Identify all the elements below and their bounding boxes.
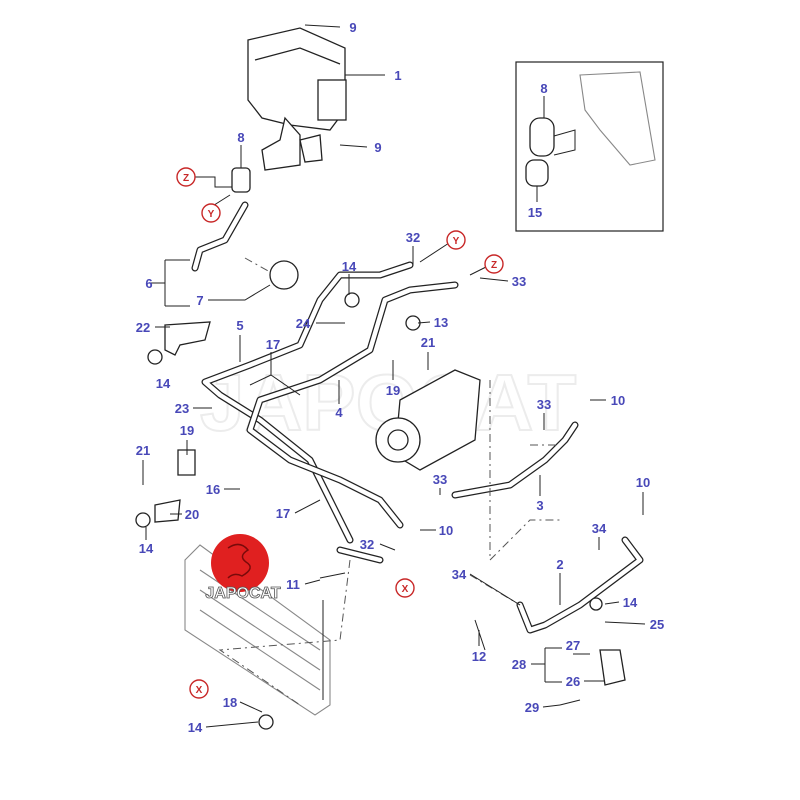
part-label: 21: [136, 443, 150, 458]
svg-text:X: X: [402, 584, 409, 595]
part-label: 21: [421, 335, 435, 350]
part-label: 33: [512, 274, 526, 289]
part-label: 34: [592, 521, 607, 536]
ref-marker-y: Y: [446, 230, 466, 250]
part-label: 2: [556, 557, 563, 572]
part-label: 14: [623, 595, 638, 610]
ref-marker-x: X: [395, 578, 415, 598]
part-label: 14: [188, 720, 203, 735]
part-label: 33: [537, 397, 551, 412]
condenser: [184, 544, 331, 716]
part-label: 7: [196, 293, 203, 308]
part-label: 29: [525, 700, 539, 715]
part-label: 33: [433, 472, 447, 487]
svg-text:Z: Z: [491, 260, 497, 271]
japocat-logo: JAPOCAT: [205, 534, 281, 602]
compressor: [375, 369, 481, 471]
heater-unit: [247, 27, 347, 171]
svg-text:X: X: [196, 685, 203, 696]
part-label: 13: [434, 315, 448, 330]
part-label: 34: [452, 567, 467, 582]
part-label: 9: [374, 140, 381, 155]
part-label: 14: [156, 376, 171, 391]
part-label: 25: [650, 617, 664, 632]
svg-text:Y: Y: [208, 209, 215, 220]
svg-text:JAPOCAT: JAPOCAT: [205, 585, 280, 602]
inset-detail: [515, 61, 664, 232]
inset-part-label: 8: [540, 81, 547, 96]
inset-part-label: 15: [528, 205, 542, 220]
part-label: 23: [175, 401, 189, 416]
ref-marker-z: Z: [484, 254, 504, 274]
part-label: 10: [611, 393, 625, 408]
reference-markers: Z Y Y Z X X: [176, 167, 504, 699]
part-label: 9: [349, 20, 356, 35]
part-label: 24: [296, 316, 311, 331]
part-label: 19: [386, 383, 400, 398]
part-label: 10: [439, 523, 453, 538]
ref-marker-x: X: [189, 679, 209, 699]
part-label: 5: [236, 318, 243, 333]
part-label: 17: [266, 337, 280, 352]
svg-text:Y: Y: [453, 236, 460, 247]
leader-lines: [142, 24, 646, 728]
part-label: 32: [360, 537, 374, 552]
part-labels: 9 1 9 8 6 7 32 33 14 24 13 22 5 17 21 14…: [136, 20, 664, 735]
part-label: 6: [145, 276, 152, 291]
ref-marker-y: Y: [201, 203, 221, 223]
part-label: 26: [566, 674, 580, 689]
part-label: 17: [276, 506, 290, 521]
part-label: 22: [136, 320, 150, 335]
hoses: [191, 201, 644, 634]
part-label: 14: [342, 259, 357, 274]
part-label: 19: [180, 423, 194, 438]
small-parts: [135, 167, 626, 730]
part-label: 4: [335, 405, 343, 420]
part-label: 1: [394, 68, 401, 83]
part-label: 20: [185, 507, 199, 522]
part-label: 27: [566, 638, 580, 653]
part-label: 10: [636, 475, 650, 490]
part-label: 28: [512, 657, 526, 672]
part-label: 12: [472, 649, 486, 664]
part-label: 32: [406, 230, 420, 245]
part-label: 16: [206, 482, 220, 497]
part-label: 11: [286, 577, 300, 592]
part-label: 3: [536, 498, 543, 513]
part-label: 14: [139, 541, 154, 556]
svg-text:Z: Z: [183, 173, 189, 184]
ref-marker-z: Z: [176, 167, 196, 187]
part-label: 8: [237, 130, 244, 145]
part-label: 18: [223, 695, 237, 710]
